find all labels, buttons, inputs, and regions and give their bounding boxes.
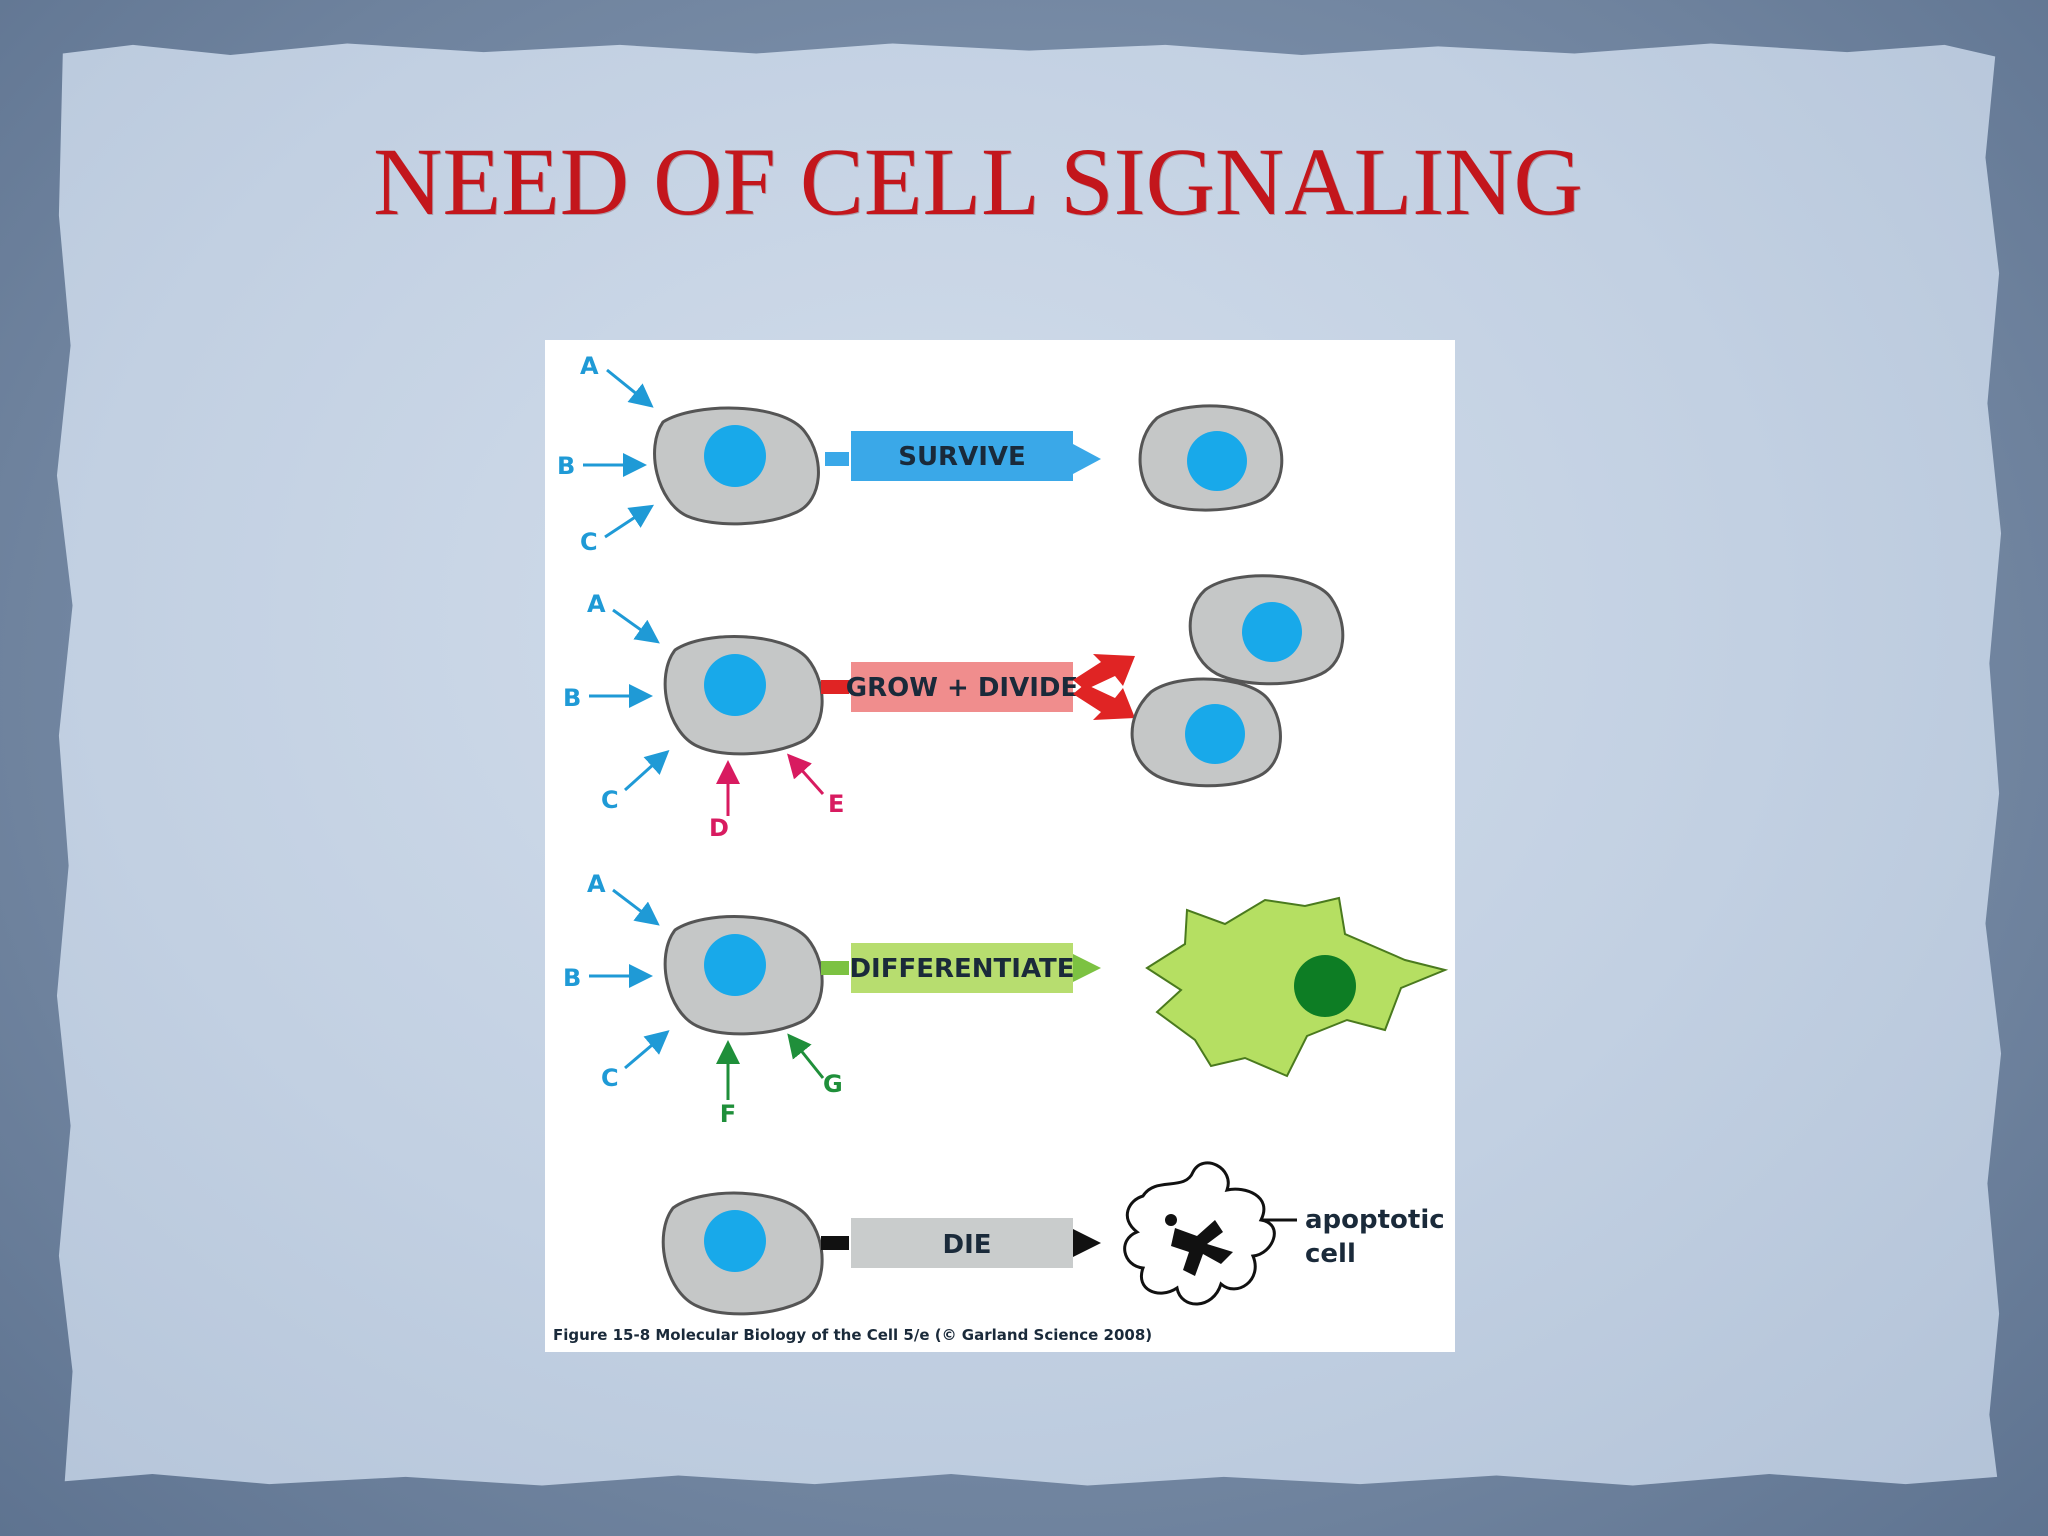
cell-nucleus [704,654,766,716]
signal-label-c: C [601,1064,619,1092]
row-survive: A B C SURVIVE [557,352,1284,556]
signal-arrow-c [604,504,655,539]
outcome-label-grow-divide: GROW + DIVIDE [846,673,1078,703]
slide-title: NEED OF CELL SIGNALING [373,128,1583,235]
outcome-box [851,431,1073,481]
outcome-box [851,1218,1073,1268]
signal-arrow-c [623,749,670,792]
signal-arrow-c [624,1030,670,1070]
daughter-nucleus-2 [1185,704,1245,764]
daughter-nucleus-1 [1242,602,1302,662]
signal-label-b: B [563,964,581,992]
figure-caption: Figure 15-8 Molecular Biology of the Cel… [553,1326,1152,1344]
outcome-label-die: DIE [942,1230,991,1260]
signal-arrow-a [612,608,660,644]
cell-nucleus [704,1210,766,1272]
outcome-label-differentiate: DIFFERENTIATE [849,954,1074,984]
arrow-tail [821,680,849,694]
arrow-head [1073,1229,1101,1257]
split-arrow-down [1073,684,1135,720]
outcome-box [851,943,1073,993]
split-arrow-up [1073,654,1135,690]
signal-label-c: C [580,528,598,556]
apoptotic-label-line2: cell [1305,1239,1356,1269]
fragmented-nucleus [1171,1220,1233,1276]
figure-diagram: A B C SURVIVE A B C D E [553,352,1449,1344]
outcome-label-survive: SURVIVE [898,442,1026,472]
row-die: DIE apoptotic cell [661,1161,1445,1316]
signal-label-d: D [709,814,729,842]
signal-label-g: G [823,1070,843,1098]
signal-arrow-a [606,368,654,408]
signal-label-b: B [563,684,581,712]
signal-label-f: F [720,1100,736,1128]
signal-label-a: A [580,352,599,380]
signal-label-c: C [601,786,619,814]
arrow-tail [821,961,849,975]
result-nucleus [1187,431,1247,491]
arrow-head [1073,954,1101,982]
cell-signaling-figure: A B C SURVIVE A B C D E [545,340,1455,1352]
signal-arrow-a [612,888,660,926]
apoptotic-label-line1: apoptotic [1305,1205,1445,1235]
signal-arrow-g [787,1033,825,1079]
outcome-box [851,662,1073,712]
signal-label-a: A [587,590,606,618]
cell-nucleus [704,934,766,996]
row-grow-divide: A B C D E GROW + DIVIDE [563,574,1345,842]
arrow-tail [825,452,849,466]
differentiated-nucleus [1294,955,1356,1017]
signal-arrow-e [787,753,825,795]
apoptotic-cell [1123,1161,1276,1306]
nuclear-fragment [1165,1214,1177,1226]
signal-label-b: B [557,452,575,480]
cell-nucleus [704,425,766,487]
row-differentiate: A B C F G DIFFERENTIATE [563,870,1449,1128]
signal-label-e: E [828,790,844,818]
arrow-tail [821,1236,849,1250]
arrow-head [1073,444,1101,474]
signal-label-a: A [587,870,606,898]
